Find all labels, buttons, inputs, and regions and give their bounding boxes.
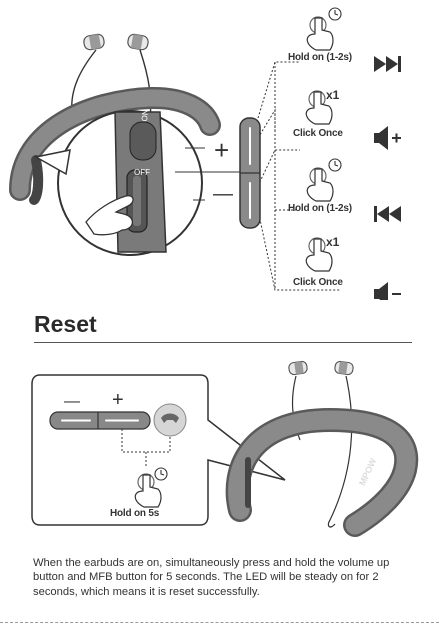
reset-hold-label: Hold on 5s xyxy=(110,508,159,519)
skip-forward-icon xyxy=(374,56,401,72)
reset-illustration xyxy=(0,350,439,550)
click-vol-up-label: Click Once xyxy=(293,128,343,139)
click-vol-down-label: Click Once xyxy=(293,277,343,288)
reset-plus-sign: + xyxy=(112,390,124,410)
page-bottom-rule xyxy=(0,622,439,623)
reset-heading: Reset xyxy=(34,311,97,338)
hold-skip-label: Hold on (1-2s) xyxy=(288,52,352,63)
reset-volume-buttons xyxy=(50,412,150,429)
reset-instructions: When the earbuds are on, simultaneously … xyxy=(33,556,418,599)
zoomed-band xyxy=(115,112,166,252)
volume-button-strip xyxy=(240,118,260,228)
switch-off-label: OFF xyxy=(134,168,150,177)
volume-up-icon xyxy=(374,126,401,150)
skip-back-icon xyxy=(374,206,401,222)
phone-icon xyxy=(154,404,186,436)
click-count-top: x1 xyxy=(326,88,339,102)
reset-minus-sign: — xyxy=(64,394,80,410)
headset-side-view xyxy=(238,361,407,527)
volume-minus-sign: — xyxy=(213,184,233,204)
volume-down-icon xyxy=(374,282,401,300)
section-divider xyxy=(34,342,412,343)
volume-plus-sign: + xyxy=(214,137,229,163)
click-count-bottom: x1 xyxy=(326,235,339,249)
switch-on-label: ON xyxy=(140,109,150,122)
hold-prev-label: Hold on (1-2s) xyxy=(288,203,352,214)
